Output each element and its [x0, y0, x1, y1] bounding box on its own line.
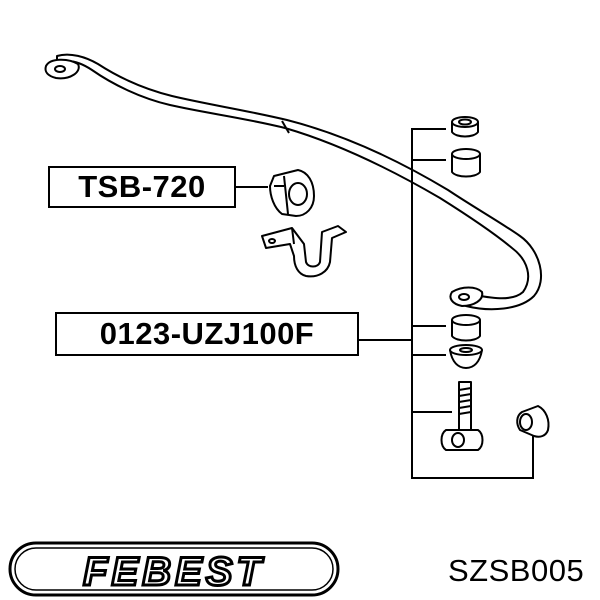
- part-label-tsb-720: TSB-720: [48, 166, 236, 208]
- logo-wordmark: FEBEST: [83, 550, 265, 594]
- callout-leaders: [236, 128, 534, 479]
- stabilizer-bar: [44, 53, 543, 311]
- side-bushing: [516, 405, 550, 438]
- link-bolt: [440, 381, 484, 451]
- cup-washer-top: [451, 116, 479, 138]
- stabilizer-bushing: [269, 169, 315, 217]
- part-label-0123-uzj100f: 0123-UZJ100F: [55, 312, 359, 356]
- bushing-bracket: [261, 225, 347, 278]
- rubber-bushing-lower: [451, 314, 481, 342]
- part-code: SZSB005: [448, 553, 585, 588]
- rubber-bushing-upper: [451, 148, 481, 178]
- cup-washer-bottom: [449, 344, 483, 369]
- link-hardware: [440, 116, 550, 451]
- logo-inner-frame: [14, 547, 334, 591]
- logo-frame: [8, 541, 340, 597]
- febest-logo: FEBEST: [8, 541, 340, 597]
